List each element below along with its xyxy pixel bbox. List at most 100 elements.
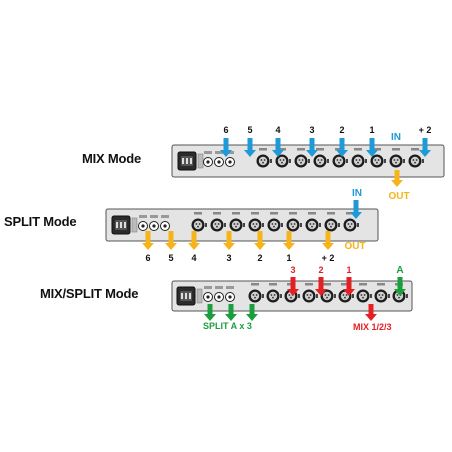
xlr-label — [270, 212, 278, 215]
arrow-shaft — [353, 200, 359, 212]
arrow-shaft — [369, 138, 375, 150]
arrow-head — [165, 243, 177, 250]
jack-socket-hole — [152, 224, 156, 228]
arrow-down-icon — [142, 231, 154, 250]
xlr-latch — [352, 294, 354, 298]
channel-3-label: 3 — [309, 125, 314, 135]
arrow-head — [254, 243, 266, 250]
mix-input-1-label: 1 — [346, 265, 351, 275]
jack-socket-hole — [217, 295, 221, 299]
xlr-latch — [319, 223, 321, 227]
xlr-pin — [260, 159, 263, 161]
xlr-pin — [331, 223, 334, 225]
xlr-pin — [312, 223, 315, 225]
split-mode-section: IN OUT 6 5 4 3 2 1 + 2 — [105, 188, 379, 263]
xlr-pin — [381, 294, 384, 296]
xlr-pin — [252, 294, 255, 296]
power-inlet-pin — [182, 158, 184, 164]
xlr-pin — [274, 223, 277, 225]
xlr-label — [289, 212, 297, 215]
xlr-latch — [422, 159, 424, 163]
xlr-label — [269, 283, 277, 286]
jack-label — [215, 151, 223, 154]
power-inlet — [177, 151, 204, 171]
power-inlet-pin — [185, 293, 187, 299]
mix-input-3-label: 3 — [290, 265, 295, 275]
arrow-head — [142, 243, 154, 250]
xlr-latch — [403, 159, 405, 163]
arrow-down-icon — [188, 231, 200, 250]
xlr-label — [392, 148, 400, 151]
arrow-down-icon — [391, 170, 403, 187]
xlr-connector-face — [358, 291, 368, 301]
xlr-connector-face — [258, 156, 268, 166]
xlr-latch — [281, 223, 283, 227]
xlr-pin — [233, 223, 236, 225]
arrow-down-icon — [283, 231, 295, 250]
channel-2-label: 2 — [339, 125, 344, 135]
xlr-connector-face — [391, 156, 401, 166]
xlr-label — [354, 148, 362, 151]
xlr-pin — [214, 223, 217, 225]
channel-4-label: 4 — [191, 253, 196, 263]
jack-label — [204, 151, 212, 154]
xlr-connector-face — [307, 220, 317, 230]
arrow-head — [220, 150, 232, 157]
arrow-shaft — [346, 277, 352, 289]
xlr-label — [359, 283, 367, 286]
xlr-pin — [360, 294, 363, 296]
xlr-connector-face — [322, 291, 332, 301]
xlr-pin — [235, 225, 237, 228]
arrow-shaft — [247, 138, 253, 150]
arrow-shaft — [275, 138, 281, 150]
plus-2-label: + 2 — [419, 125, 432, 135]
xlr-label — [259, 148, 267, 151]
xlr-connector-face — [372, 156, 382, 166]
arrow-head — [394, 289, 406, 296]
xlr-latch — [327, 159, 329, 163]
xlr-connector-face — [296, 156, 306, 166]
xlr-pin — [254, 296, 256, 299]
in-label: IN — [391, 132, 401, 143]
arrow-head — [204, 314, 216, 321]
xlr-label — [305, 283, 313, 286]
label-plate — [131, 217, 138, 233]
jack-socket-hole — [228, 295, 232, 299]
xlr-latch — [262, 223, 264, 227]
xlr-pin — [358, 159, 361, 161]
power-inlet-pin — [189, 293, 191, 299]
xlr-latch — [308, 159, 310, 163]
xlr-connector-face — [326, 220, 336, 230]
arrow-down-icon — [165, 231, 177, 250]
xlr-latch — [289, 159, 291, 163]
xlr-pin — [217, 223, 220, 225]
arrow-head — [287, 289, 299, 296]
xlr-pin — [298, 159, 301, 161]
arrow-shaft — [309, 138, 315, 150]
channel-1-label: 1 — [286, 253, 291, 263]
arrow-shaft — [228, 304, 234, 314]
xlr-connector-row — [191, 212, 359, 232]
split-mode-title: SPLIT Mode — [4, 214, 77, 229]
xlr-pin — [393, 159, 396, 161]
xlr-pin — [262, 161, 264, 164]
out-label: OUT — [388, 191, 409, 202]
xlr-pin — [309, 294, 312, 296]
xlr-label — [327, 212, 335, 215]
arrow-head — [283, 243, 295, 250]
arrow-down-icon — [204, 304, 216, 321]
xlr-pin — [349, 225, 351, 228]
arrow-down-icon — [343, 277, 355, 296]
arrow-head — [365, 314, 377, 321]
xlr-label — [213, 212, 221, 215]
xlr-label — [346, 212, 354, 215]
jack-socket-hole — [206, 160, 210, 164]
arrow-head — [225, 314, 237, 321]
split-input-a-label: A — [396, 265, 403, 276]
arrow-down-icon — [336, 138, 348, 157]
xlr-pin — [263, 159, 266, 161]
xlr-label — [251, 283, 259, 286]
xlr-latch — [270, 159, 272, 163]
xlr-pin — [376, 161, 378, 164]
